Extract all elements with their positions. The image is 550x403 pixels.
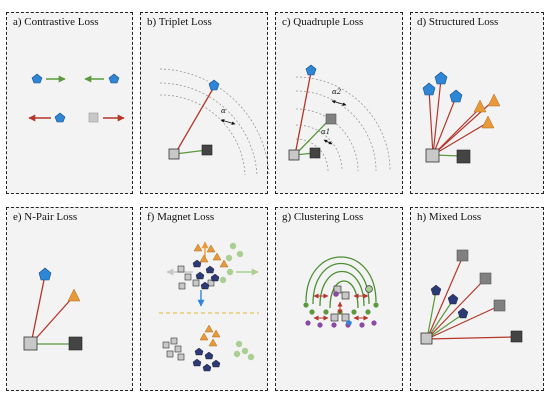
navy-pentagon-icon: [447, 293, 459, 305]
dark-square-icon: [201, 144, 213, 156]
blue-pentagon-icon: [422, 82, 436, 96]
margin-label: α: [221, 107, 226, 115]
navy-cluster-after: [192, 347, 221, 372]
blue-pentagon-icon: [305, 64, 317, 76]
orange-triangle-icon: [67, 288, 81, 302]
panel-triplet-loss: b) Triplet Loss α: [140, 12, 270, 194]
margin-arrow: [323, 139, 333, 145]
panel-mixed-loss: h) Mixed Loss: [410, 207, 544, 391]
orange-triangle-icon: [473, 99, 487, 113]
magnet-loss-diagram: [159, 241, 259, 372]
orange-triangle-icon: [481, 115, 495, 129]
margin-arcs: [159, 68, 270, 176]
orange-triangle-icon: [487, 93, 501, 107]
panel-title: g) Clustering Loss: [282, 211, 364, 223]
gray-cluster-after: [162, 337, 185, 361]
push-arrows: [313, 293, 369, 321]
panel-title: a) Contrastive Loss: [13, 16, 99, 28]
margin-label: α2: [332, 88, 342, 96]
anchor-positive-line: [294, 118, 331, 156]
panel-title: h) Mixed Loss: [417, 211, 482, 223]
medoid-point: [365, 285, 373, 293]
center-square-icon: [330, 313, 339, 322]
anchor-negative-line: [174, 86, 215, 155]
blue-pentagon-icon: [31, 73, 43, 84]
panel-contrastive-loss: a) Contrastive Loss: [6, 12, 133, 194]
green-cluster-after: [233, 340, 255, 361]
positive-lines: [426, 290, 464, 340]
anchor-square-icon: [288, 149, 300, 161]
purple-points: [305, 320, 377, 328]
panel-title: c) Quadruple Loss: [282, 16, 364, 28]
panel-title: d) Structured Loss: [417, 16, 499, 28]
gray-square-icon: [493, 299, 506, 312]
blue-pentagon-icon: [449, 89, 463, 103]
blue-pentagon-icon: [434, 71, 448, 85]
panel-title: b) Triplet Loss: [147, 16, 212, 28]
blue-pentagon-icon: [38, 267, 52, 281]
orange-cluster-after: [199, 324, 221, 347]
anchor-negative-line: [30, 296, 74, 345]
center-square-icon: [341, 313, 350, 322]
blue-pentagon-icon: [108, 73, 120, 84]
margin-label: α1: [321, 128, 330, 136]
blue-pentagon-icon: [208, 79, 220, 91]
gray-square-icon: [88, 112, 99, 123]
gray-square-icon: [325, 113, 337, 125]
center-square-icon: [341, 291, 350, 300]
panel-clustering-loss: g) Clustering Loss: [275, 207, 403, 391]
gray-cluster: [177, 265, 215, 290]
margin-arrow: [331, 100, 347, 106]
navy-pentagon-icon: [430, 284, 442, 296]
navy-cluster: [192, 259, 220, 290]
dark-square-icon: [510, 330, 523, 343]
negative-lines: [426, 255, 514, 340]
green-points: [303, 302, 379, 315]
dark-square-icon: [309, 147, 321, 159]
quadruple-loss-diagram: α2 α1: [288, 64, 391, 172]
anchor-negative-line: [30, 274, 46, 345]
green-cluster: [219, 242, 244, 284]
clustering-loss-diagram: [303, 256, 379, 328]
negative-lines: [428, 78, 494, 156]
structured-loss-diagram: [422, 71, 501, 164]
anchor-square-icon: [420, 332, 433, 345]
cluster-arcs: [305, 256, 377, 309]
mixed-loss-diagram: [420, 249, 523, 345]
panel-title: f) Magnet Loss: [147, 211, 215, 223]
navy-pentagon-icon: [457, 307, 469, 319]
triplet-loss-diagram: α: [159, 68, 270, 176]
blue-pentagon-icon: [54, 112, 66, 123]
contrastive-loss-diagram: [28, 73, 125, 123]
anchor-square-icon: [23, 336, 38, 351]
anchor-square-icon: [425, 148, 440, 163]
gray-square-icon: [479, 272, 492, 285]
anchor-positive-line: [174, 149, 208, 155]
panel-magnet-loss: f) Magnet Loss: [140, 207, 268, 391]
panel-n-pair-loss: e) N-Pair Loss: [6, 207, 133, 391]
panel-quadruple-loss: c) Quadruple Loss α2 α1: [275, 12, 403, 194]
gray-square-icon: [456, 249, 469, 262]
medoid-point: [333, 291, 339, 297]
dark-square-icon: [68, 336, 83, 351]
margin-arrow: [220, 119, 236, 125]
anchor-negative-line: [294, 71, 312, 156]
anchor-square-icon: [168, 148, 180, 160]
dark-square-icon: [456, 149, 471, 164]
blue-pentagon-icon: [346, 320, 352, 325]
orange-cluster: [193, 243, 229, 268]
n-pair-loss-diagram: [23, 267, 83, 351]
panel-structured-loss: d) Structured Loss: [410, 12, 544, 194]
panel-title: e) N-Pair Loss: [13, 211, 78, 223]
